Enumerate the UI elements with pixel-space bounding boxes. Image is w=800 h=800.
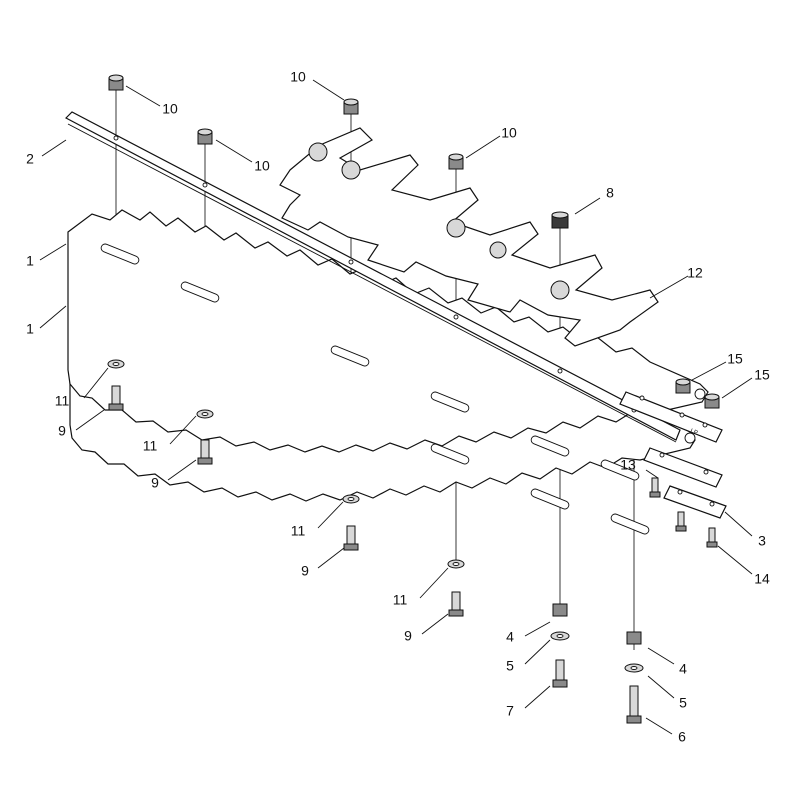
- callout-12: 12: [687, 265, 703, 281]
- washer-5: [624, 663, 644, 673]
- plate-marking: LP: [689, 428, 698, 436]
- callout-11: 11: [143, 438, 158, 454]
- nut-15: [704, 393, 720, 409]
- washer-11: [107, 359, 125, 369]
- nut-10: [448, 153, 464, 170]
- callout-14: 14: [754, 571, 770, 587]
- callout-9: 9: [151, 475, 159, 491]
- bolt-9: [197, 439, 213, 465]
- callout-15: 15: [754, 367, 770, 383]
- callout-5: 5: [506, 658, 514, 674]
- bolt-9: [108, 385, 124, 411]
- nut-4: [626, 631, 642, 645]
- washer-11: [342, 494, 360, 504]
- callout-1: 1: [26, 321, 34, 337]
- callout-2: 2: [26, 151, 34, 167]
- callout-7: 7: [506, 703, 514, 719]
- callout-11: 11: [393, 592, 408, 608]
- bolt-6: [626, 685, 642, 724]
- nut-10: [197, 128, 213, 145]
- callout-15: 15: [727, 351, 743, 367]
- bolt-9: [343, 525, 359, 551]
- callout-10: 10: [162, 101, 178, 117]
- guide-bar: [65, 111, 681, 443]
- plate-3: [663, 485, 727, 519]
- callout-9: 9: [404, 628, 412, 644]
- bolt-14: [706, 527, 718, 548]
- callout-labels: 1123445567899991010101011111111121314151…: [26, 69, 770, 745]
- callout-3: 3: [758, 533, 766, 549]
- callout-11: 11: [55, 393, 70, 409]
- callout-6: 6: [678, 729, 686, 745]
- callout-13: 13: [620, 457, 636, 473]
- bolt-9: [448, 591, 464, 617]
- washer-5: [550, 631, 570, 641]
- nut-8: [551, 211, 569, 229]
- bolt-13: [649, 477, 661, 498]
- leader-lines: [39, 79, 753, 735]
- plate-3: LP: [619, 391, 723, 443]
- washer-11: [447, 559, 465, 569]
- callout-9: 9: [301, 563, 309, 579]
- cutter-guard: [279, 127, 659, 347]
- plate-3: [643, 447, 723, 488]
- upper-blade: [67, 209, 709, 481]
- callout-5: 5: [679, 695, 687, 711]
- washer-11: [196, 409, 214, 419]
- callout-4: 4: [679, 661, 687, 677]
- callout-10: 10: [290, 69, 306, 85]
- callout-8: 8: [606, 185, 614, 201]
- callout-4: 4: [506, 629, 514, 645]
- nut-10: [108, 74, 124, 91]
- callout-10: 10: [254, 158, 270, 174]
- nut-4: [552, 603, 568, 617]
- callout-11: 11: [291, 523, 306, 539]
- callout-1: 1: [26, 253, 34, 269]
- bolt-14: [675, 511, 687, 532]
- bolt-7: [552, 659, 568, 688]
- nut-10: [343, 98, 359, 115]
- nut-15: [675, 378, 691, 394]
- callout-9: 9: [58, 423, 66, 439]
- callout-10: 10: [501, 125, 517, 141]
